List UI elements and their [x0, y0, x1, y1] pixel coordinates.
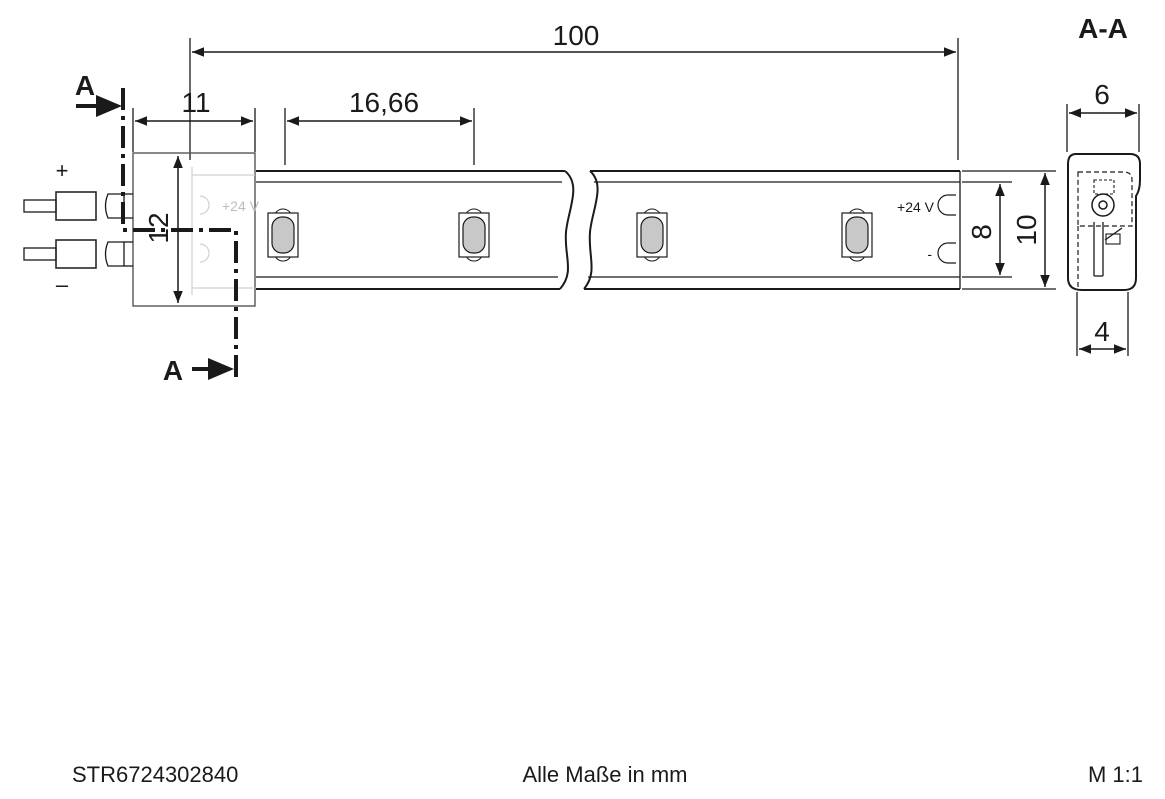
- dimension-connector-length: 11: [132, 87, 256, 152]
- article-number: STR6724302840: [72, 762, 239, 787]
- scale-label: M 1:1: [1087, 762, 1143, 787]
- dimension-outer-height-label: 10: [1011, 214, 1042, 245]
- plus-wire-label: +: [56, 158, 69, 183]
- section-title: A-A: [1078, 13, 1128, 44]
- led-chip: [458, 208, 490, 262]
- minus-label-end: -: [927, 246, 932, 262]
- voltage-label-connector: +24 V: [222, 198, 260, 214]
- dimension-total-length-label: 100: [553, 20, 600, 51]
- units-note: Alle Maße in mm: [522, 762, 688, 787]
- section-marker-bottom: A: [163, 355, 183, 386]
- dimension-outer-height: 10: [962, 170, 1056, 290]
- led-chip: [267, 208, 299, 262]
- minus-wire-label: –: [56, 272, 69, 297]
- section-profile: [1067, 153, 1141, 291]
- dimension-section-width: 6: [1066, 79, 1140, 152]
- section-marker-top: A: [75, 70, 95, 101]
- led-chip: [841, 208, 873, 262]
- dimension-led-pitch-label: 16,66: [349, 87, 419, 118]
- wire-plus: [23, 191, 133, 221]
- end-contacts: +24 V -: [897, 194, 956, 264]
- section-cut-line: A A: [75, 70, 238, 386]
- dimension-connector-length-label: 11: [181, 87, 210, 118]
- wire-minus: [23, 239, 133, 269]
- dimension-section-base: 4: [1076, 292, 1129, 356]
- led-strip: [256, 170, 961, 290]
- dimension-section-base-label: 4: [1094, 316, 1110, 347]
- dimension-total-length: 100: [189, 20, 959, 160]
- led-chip: [636, 208, 668, 262]
- dimension-section-width-label: 6: [1094, 79, 1110, 110]
- voltage-label-end: +24 V: [897, 199, 935, 215]
- dimension-inner-height-label: 8: [966, 224, 997, 240]
- dimension-led-pitch: 16,66: [284, 87, 475, 165]
- dimension-inner-height: 8: [962, 181, 1012, 278]
